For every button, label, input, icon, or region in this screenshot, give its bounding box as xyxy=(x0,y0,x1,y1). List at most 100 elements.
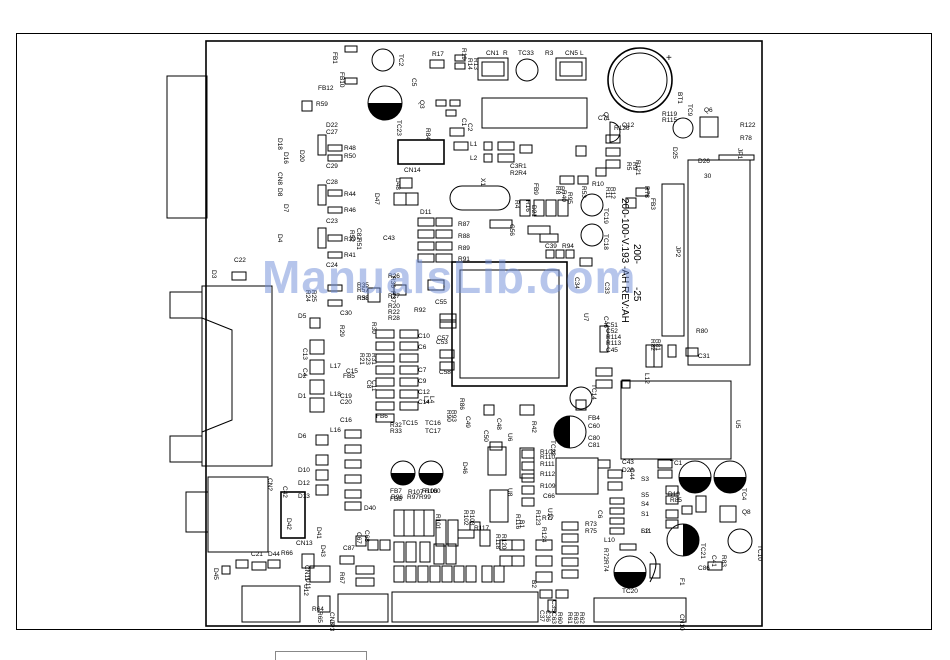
component-pad xyxy=(561,557,579,567)
component-label-c68: C68 xyxy=(363,530,370,542)
component-label-d42: D42 xyxy=(285,518,292,530)
component-pad xyxy=(605,159,621,169)
component-pad xyxy=(339,555,355,565)
component-label-c63: C63 xyxy=(550,612,557,624)
component-label-r24: R24 xyxy=(304,290,311,302)
component-label-r88: R88 xyxy=(458,233,470,240)
component-label-c6: C6 xyxy=(418,344,427,351)
cn13-connector xyxy=(241,585,301,623)
component-pad xyxy=(309,379,325,395)
component-pad xyxy=(399,341,419,351)
page-frame xyxy=(16,33,932,630)
cn8-connector-body xyxy=(166,75,208,219)
component-pad xyxy=(557,199,569,217)
component-pad xyxy=(649,563,661,579)
component-label-r109: R109 xyxy=(540,483,556,490)
component-label-c22: C22 xyxy=(234,257,246,264)
component-label-u8: U8 xyxy=(506,488,513,497)
component-pad xyxy=(561,521,579,531)
component-label-c1: C1 xyxy=(460,118,467,127)
component-label-c87: C87 xyxy=(343,545,355,552)
component-label-r17: R17 xyxy=(432,51,444,58)
component-label-c81: C81 xyxy=(588,442,600,449)
component-pad xyxy=(367,287,381,303)
component-label-fb1: FB1 xyxy=(331,52,338,64)
component-label-c12: C12 xyxy=(418,389,430,396)
component-pad xyxy=(595,167,607,177)
component-label-tc10: TC10 xyxy=(756,545,763,561)
cn14-connector xyxy=(397,139,445,165)
cn2-small xyxy=(280,491,306,539)
component-pad xyxy=(695,495,707,513)
component-label-cn11: CN11 xyxy=(303,565,310,582)
component-pad xyxy=(301,553,315,569)
component-pad xyxy=(493,565,505,583)
component-label-c4: C4 xyxy=(301,368,308,377)
component-label-c39: C39 xyxy=(545,243,557,250)
component-pad xyxy=(483,153,493,163)
component-label-r74: R74 xyxy=(602,560,609,572)
component-pad xyxy=(355,565,375,575)
component-pad xyxy=(539,233,559,243)
component-label-r106: R106 xyxy=(422,488,438,495)
component-pad xyxy=(527,225,551,235)
component-label-r85: R85 xyxy=(670,497,682,504)
component-pad xyxy=(235,559,249,569)
component-label-d28: D28 xyxy=(622,467,634,474)
component-label-c37: C37 xyxy=(538,610,545,622)
component-pad xyxy=(453,565,465,583)
component-label-r62: R62 xyxy=(578,612,585,624)
component-label-c6b: C6 xyxy=(596,510,603,519)
component-label-c35: C35 xyxy=(550,600,557,612)
component-label-l3: L3 xyxy=(422,396,429,404)
component-pad xyxy=(429,59,445,69)
component-pad xyxy=(449,127,465,137)
component-pad xyxy=(521,461,535,471)
component-label-c20: C20 xyxy=(340,399,352,406)
q8-transistor xyxy=(719,505,737,523)
component-label-s2: S2 xyxy=(641,528,649,535)
component-pad xyxy=(653,344,663,368)
component-pad xyxy=(519,144,533,154)
component-pad xyxy=(327,144,343,152)
component-pad xyxy=(561,569,579,579)
component-pad xyxy=(327,189,343,197)
component-label-cn1: CN1 xyxy=(486,50,499,57)
component-pad xyxy=(344,77,358,85)
component-pad xyxy=(535,571,553,583)
board-version-short: 200- xyxy=(631,244,642,264)
component-pad xyxy=(665,485,679,495)
component-pad xyxy=(535,539,553,551)
component-label-tc22: TC22 xyxy=(549,440,556,456)
component-pad xyxy=(405,192,419,206)
component-label-r7: R7 xyxy=(558,186,565,195)
component-label-c7: C7 xyxy=(418,367,427,374)
component-label-fb12: FB12 xyxy=(318,85,334,92)
component-label-c24: C24 xyxy=(326,262,338,269)
component-pad xyxy=(555,249,565,259)
component-pad xyxy=(417,253,435,263)
component-label-r13: R13 xyxy=(472,58,479,70)
component-pad xyxy=(665,495,679,505)
component-pad xyxy=(489,441,503,451)
component-pad xyxy=(707,561,723,571)
tc2-cap xyxy=(371,48,395,72)
u8-ic xyxy=(489,489,509,523)
component-label-q12: Q12 xyxy=(622,122,635,129)
component-label-s3: S3 xyxy=(641,476,649,483)
component-label-c66: C66 xyxy=(543,493,555,500)
component-pad xyxy=(519,404,535,416)
cn1-connector xyxy=(477,57,509,81)
component-pad xyxy=(344,429,362,439)
component-label-c42: C42 xyxy=(281,486,288,498)
component-label-r3: R3 xyxy=(545,50,554,57)
component-label-d45: D45 xyxy=(212,568,219,580)
component-pad xyxy=(609,497,625,505)
component-pad xyxy=(545,249,555,259)
component-label-r126: R126 xyxy=(614,125,630,132)
component-pad xyxy=(579,257,593,267)
component-pad xyxy=(447,519,459,547)
component-label-fb10: FB10 xyxy=(338,72,345,88)
component-label-r75: R75 xyxy=(585,528,597,535)
component-label-l10: L10 xyxy=(604,537,615,544)
